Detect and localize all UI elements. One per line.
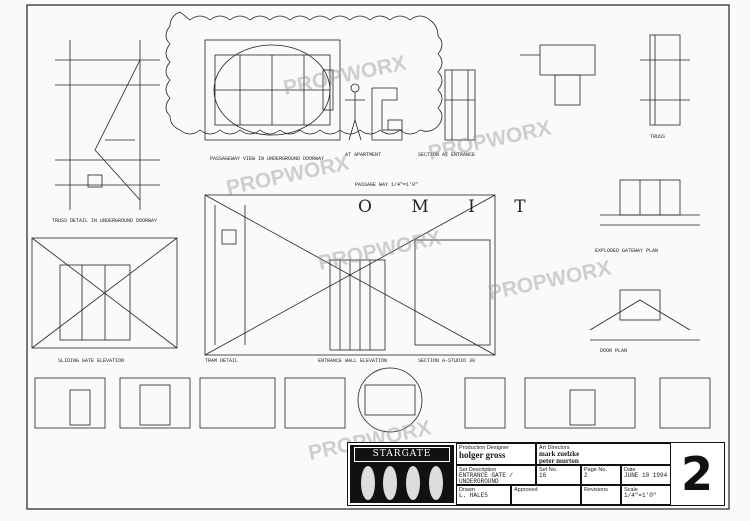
label-door-plan: DOOR PLAN xyxy=(600,348,627,354)
art-directors-cell: Art Directors mark zuelzke peter murton xyxy=(536,443,671,465)
bottom-elevations xyxy=(34,367,711,433)
stargate-logo: STARGATE xyxy=(350,445,454,503)
watermark: PROPWORX xyxy=(486,256,613,304)
label-truss: TRUSS xyxy=(650,134,665,140)
door-plan xyxy=(589,289,700,341)
sliding-gate-elevation xyxy=(31,237,178,349)
label-passageway-view: PASSAGEWAY VIEW IN UNDERGROUND DOORWAY xyxy=(210,156,324,162)
sheet-number: 2 xyxy=(680,447,713,501)
title-block: STARGATE Production Designer holger gros… xyxy=(347,442,725,506)
scale-value: 1/4"=1'0" xyxy=(624,492,657,499)
art-director-1: mark zuelzke xyxy=(539,450,580,458)
revisions-cell: Revisions xyxy=(581,485,621,505)
art-director-2: peter murton xyxy=(539,457,579,465)
section-at-entrance xyxy=(444,69,476,141)
label-section-entrance: SECTION AT ENTRANCE xyxy=(418,152,475,158)
watermark: PROPWORX xyxy=(316,226,443,274)
production-designer-name: holger gross xyxy=(459,450,506,460)
label-entrance-wall: ENTRANCE WALL ELEVATION xyxy=(318,358,387,364)
set-no-cell: Set No. 16 xyxy=(536,465,581,485)
omit-area xyxy=(204,194,496,356)
drawn-cell: Drawn L. HALES xyxy=(456,485,511,505)
label-passage-way: PASSAGE WAY 1/4"=1'0" xyxy=(355,182,418,188)
label-truss-detail: TRUSS DETAIL IN UNDERGROUND DOORWAY xyxy=(52,218,157,224)
scale-cell: Scale 1/4"=1'0" xyxy=(621,485,671,505)
sarcophagus-figures-icon xyxy=(361,466,443,500)
human-scale-figure xyxy=(345,83,403,141)
label-tram-detail: TRAM DETAIL xyxy=(205,358,238,364)
approved-cell: Approved xyxy=(511,485,581,505)
set-description-value: ENTRANCE GATE / UNDERGROUND xyxy=(459,472,514,485)
page-no-cell: Page No. 2 xyxy=(581,465,621,485)
detail-upper-right xyxy=(520,34,690,126)
label-gateway-plan: EXPLODED GATEWAY PLAN xyxy=(595,248,658,254)
drawn-value: L. HALES xyxy=(459,492,488,499)
passageway-cloud xyxy=(165,11,443,141)
label-sliding-gate: SLIDING GATE ELEVATION xyxy=(58,358,124,364)
set-description-cell: Set Description ENTRANCE GATE / UNDERGRO… xyxy=(456,465,536,485)
date-cell: Date JUNE 10 1994 xyxy=(621,465,671,485)
watermark: PROPWORX xyxy=(281,51,408,99)
page-no-value: 2 xyxy=(584,472,588,479)
omit-label: O M I T xyxy=(358,197,543,217)
production-designer-cell: Production Designer holger gross xyxy=(456,443,536,465)
date-value: JUNE 10 1994 xyxy=(624,472,668,479)
truss-detail-left xyxy=(55,40,160,210)
logo-text: STARGATE xyxy=(354,447,450,462)
label-section-studio: SECTION A-STUDIO 30 xyxy=(418,358,475,364)
set-no-value: 16 xyxy=(539,472,547,479)
label-apartment: AT APARTMENT xyxy=(345,152,381,158)
exploded-gateway-plan xyxy=(600,179,700,226)
